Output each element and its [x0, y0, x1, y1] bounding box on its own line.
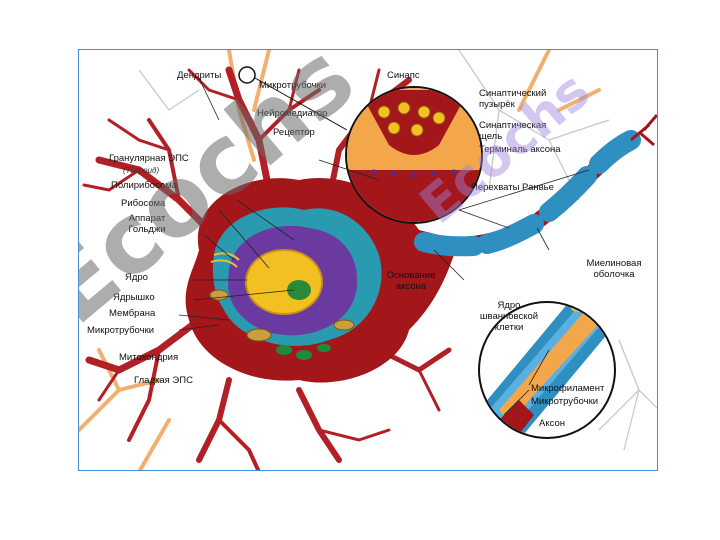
label-membrane: Мембрана — [109, 308, 156, 319]
label-neurotransmitter: Нейромедиатор — [257, 108, 328, 119]
label-receptor: Рецептор — [273, 127, 315, 138]
label-nodes-of-ranvier: Перехваты Ранвье — [471, 182, 554, 193]
label-axon: Аксон — [539, 418, 565, 429]
label-dendrites: Дендриты — [177, 70, 222, 81]
label-ribosome: Рибосома — [121, 198, 166, 209]
label-synaptic-cleft: Синаптическая щель — [479, 120, 547, 142]
leader-lines — [178, 77, 590, 416]
nucleus — [245, 249, 323, 315]
label-nucleolus: Ядрышко — [113, 292, 155, 303]
label-smooth-er: Гладкая ЭПС — [134, 375, 193, 386]
label-mitochondrion: Митохондрия — [119, 352, 179, 363]
golgi-apparatus — [210, 252, 240, 268]
synapse-location-marker — [238, 66, 256, 84]
label-schwann-nucleus: Ядро шванновской клетки — [479, 300, 539, 333]
synapse-callout-line — [254, 77, 348, 131]
smooth-er — [276, 344, 331, 360]
axon-terminal-branches — [630, 114, 657, 147]
mitochondria — [209, 289, 355, 342]
label-microfilament: Микрофиламент — [531, 383, 605, 394]
label-nucleus: Ядро — [125, 272, 148, 283]
label-microtubules-left: Микротрубочки — [87, 325, 155, 336]
synaptic-vesicles — [377, 101, 446, 137]
figure-frame: Дендриты Микротрубочки Синапс Нейромедиа… — [78, 49, 658, 471]
myelin-segments — [414, 130, 641, 257]
label-axon-terminal: Терминаль аксона — [479, 144, 561, 155]
nucleolus — [287, 280, 311, 300]
label-nissl-body: (Тигроид) — [123, 166, 160, 175]
label-microtubules-top: Микротрубочки — [259, 80, 327, 91]
receptors — [371, 169, 457, 178]
label-synaptic-vesicle: Синаптический пузырёк — [479, 88, 547, 110]
neuron-diagram — [79, 50, 657, 470]
label-myelin-sheath: Миелиновая оболочка — [586, 258, 642, 280]
label-microtubules-inset: Микротрубочки — [531, 396, 599, 407]
background-neurons — [138, 50, 657, 451]
label-synapse: Синапс — [387, 70, 420, 81]
label-polyribosome: Полирибосома — [111, 180, 178, 191]
label-rough-er: Гранулярная ЭПС — [109, 153, 189, 164]
label-axon-hillock: Основание аксона — [386, 270, 436, 292]
label-golgi: Аппарат Гольджи — [128, 213, 166, 235]
